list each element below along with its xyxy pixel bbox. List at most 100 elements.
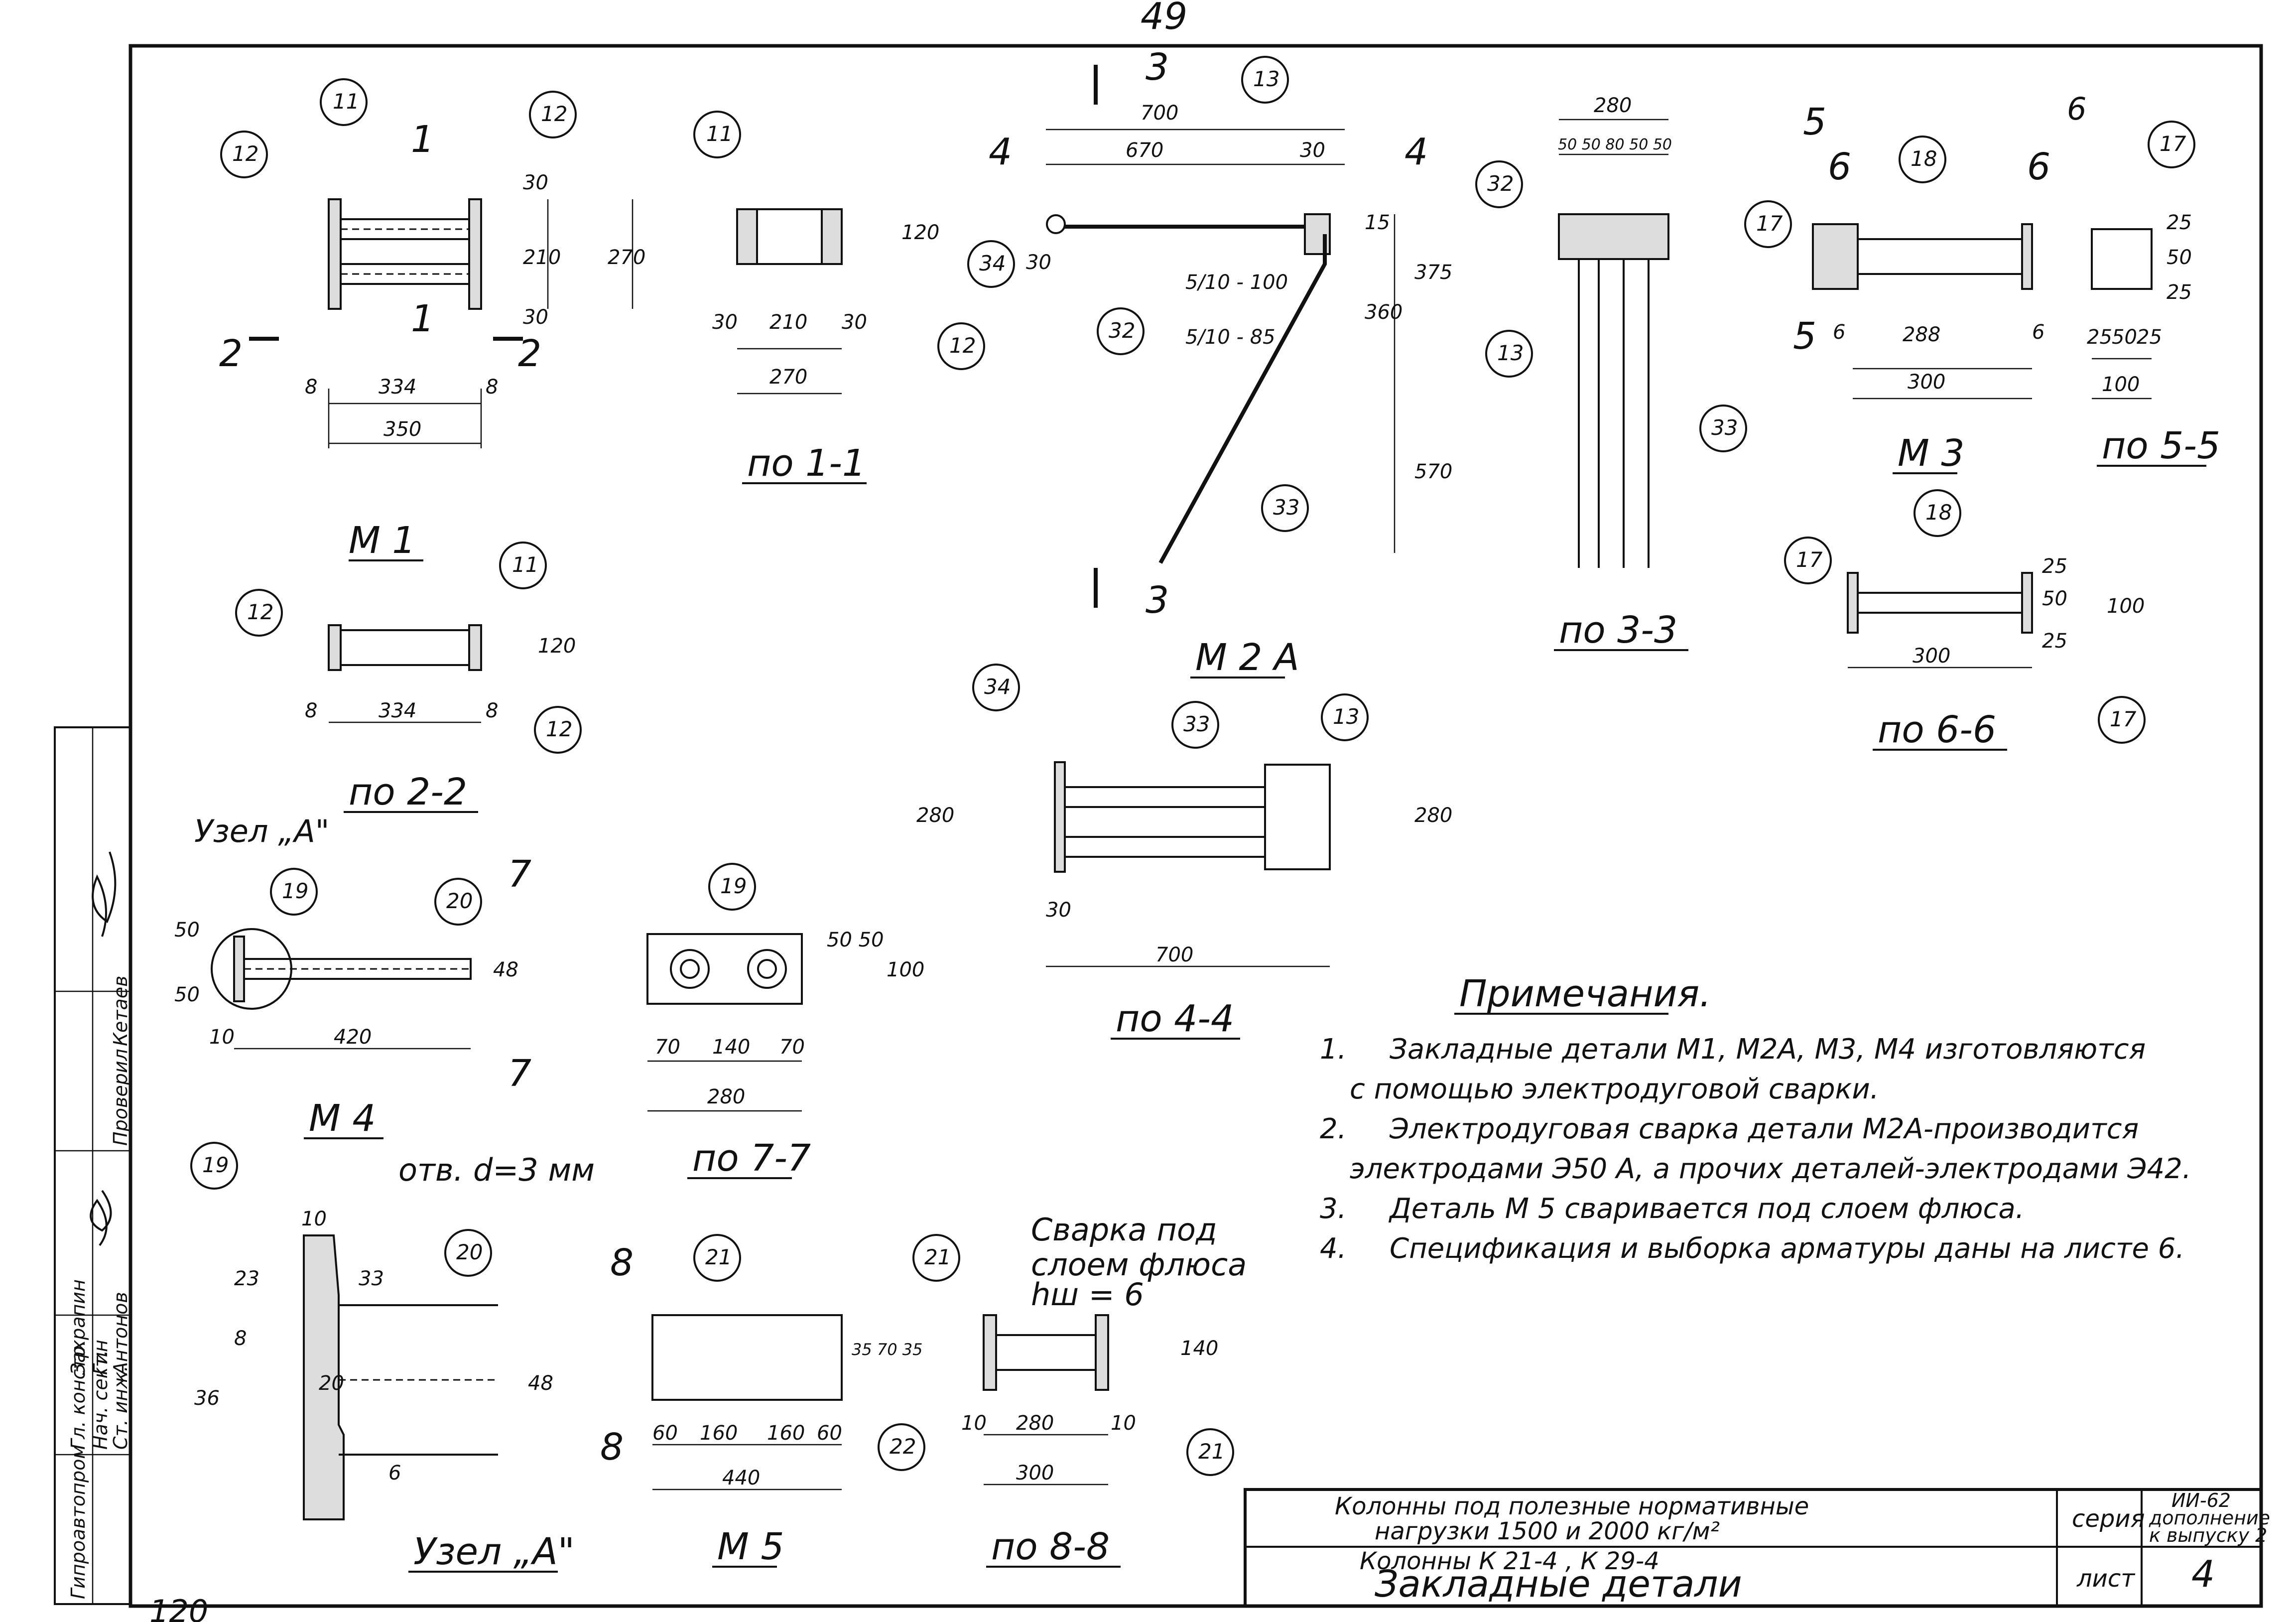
mark-m2a-3a: 3 (1146, 46, 1169, 89)
dim-m5-160a: 160 (700, 1422, 738, 1445)
callout-11-11: 11 (706, 122, 733, 146)
dim-11-30a: 30 (712, 311, 738, 334)
mark-m1-1b: 1 (411, 297, 434, 340)
label-m4: М 4 (309, 1097, 376, 1140)
dim-m4-420: 420 (334, 1026, 372, 1049)
dim-m3-300: 300 (1908, 371, 1945, 394)
title-line-3: Колонны К 21-4 , К 29-4 (1360, 1547, 1659, 1575)
dim-m5-440: 440 (722, 1467, 760, 1489)
detail-m5: 60 160 160 60 440 35 70 35 8 8 21 М 5 (600, 1234, 923, 1568)
dim-m3-288: 288 (1903, 323, 1940, 346)
mark-m3-5a: 5 (1803, 101, 1826, 143)
label-po-7-7: по 7-7 (692, 1137, 811, 1180)
dim-m5-3570: 35 70 35 (852, 1340, 923, 1359)
dim-66-25b: 25 (2042, 630, 2067, 653)
note-2-n: 2. (1320, 1113, 1346, 1145)
dim-55-25b: 25 (2137, 326, 2162, 349)
note-1-n: 1. (1320, 1033, 1346, 1066)
callout-m1-11: 11 (333, 89, 359, 114)
dim-55-25c: 25 (2167, 211, 2192, 234)
dim-44-280b: 280 (1414, 804, 1452, 827)
section-2-2: 8 334 8 120 12 11 12 по 2-2 (235, 541, 582, 813)
label-m2a: М 2 А (1195, 636, 1299, 679)
label-po-1-1: по 1-1 (747, 442, 866, 485)
notes-title: Примечания. (1459, 972, 1711, 1015)
dim-77-70a: 70 (655, 1036, 680, 1059)
mark-m3-5b: 5 (1793, 315, 1816, 358)
dim-m5-60a: 60 (652, 1422, 678, 1445)
dim-m4-50b: 50 (174, 983, 200, 1006)
callout-66-18: 18 (1925, 500, 1952, 525)
callout-44-33: 33 (1183, 712, 1210, 736)
dim-m3-6a: 6 (1833, 321, 1845, 344)
dim-55-100: 100 (2102, 373, 2140, 396)
dim-33-5080: 50 50 80 50 50 (1558, 136, 1672, 153)
mark-m3-6b: 6 (2027, 145, 2050, 188)
callout-22-12b: 12 (546, 717, 572, 741)
callout-88-21b: 21 (1198, 1439, 1225, 1464)
label-po-3-3: по 3-3 (1559, 609, 1677, 652)
dim-77-140: 140 (712, 1036, 750, 1059)
stamp-role-1: Гл. констр. (67, 1340, 89, 1450)
label-uzel-a-top: Узел „А" (194, 813, 329, 849)
dim-77-280: 280 (707, 1085, 745, 1108)
series-value-2: дополнение (2149, 1507, 2270, 1529)
dim-m2a-360: 360 (1365, 301, 1403, 324)
callout-ua-19: 19 (202, 1153, 229, 1177)
series-value-1: ИИ-62 (2171, 1489, 2231, 1511)
section-5-5: 25 50 25 100 25 50 25 17 по 5-5 (2087, 121, 2220, 467)
dim-m1-8a: 8 (305, 376, 317, 399)
detail-m1: 8 334 8 350 30 210 30 270 1 1 2 2 11 12 … (219, 78, 645, 562)
dim-66-25a: 25 (2042, 555, 2067, 578)
stamp-role-2: Нач. сект. (90, 1350, 112, 1450)
note-4-n: 4. (1320, 1232, 1346, 1265)
notes-block: Примечания. 1. Закладные детали М1, М2А,… (1320, 972, 2191, 1265)
dim-m2a-700: 700 (1141, 102, 1178, 125)
side-stamp: Гипроавтопром Гл. констр. Захрапин Нач. … (54, 726, 131, 1605)
dim-m5-160b: 160 (767, 1422, 805, 1445)
dim-55-50b: 50 (2167, 246, 2192, 269)
label-po-2-2: по 2-2 (349, 771, 467, 813)
dim-m4-10: 10 (209, 1026, 235, 1049)
callout-m4-20: 20 (446, 889, 473, 913)
callout-m1-12a: 12 (232, 141, 258, 166)
label-po-5-5: по 5-5 (2102, 424, 2220, 467)
label-m5: М 5 (717, 1525, 784, 1568)
dim-77-70b: 70 (779, 1036, 805, 1059)
dim-m2a-30b: 30 (1026, 251, 1051, 274)
dim-22-120: 120 (538, 635, 576, 658)
mark-m5-8a: 8 (610, 1241, 634, 1284)
callout-ua-20: 20 (456, 1240, 483, 1264)
dim-m1-8b: 8 (486, 376, 498, 399)
hole-note: отв. d=3 мм (398, 1152, 595, 1188)
page-number: 49 (1141, 0, 1187, 38)
sheet-label: лист (2076, 1565, 2136, 1593)
dim-m2a-570: 570 (1414, 460, 1452, 483)
dim-m1-30a: 30 (523, 171, 548, 194)
title-line-2: нагрузки 1500 и 2000 кг/м² (1375, 1517, 1720, 1545)
mark-m2a-4b: 4 (1404, 131, 1428, 173)
stamp-name-4: Кетаев (110, 975, 131, 1046)
rod-note-2: 5/10 - 85 (1185, 326, 1276, 349)
dim-ua-8: 8 (234, 1327, 247, 1350)
dim-11-210: 210 (769, 311, 807, 334)
dim-88-300: 300 (1016, 1462, 1054, 1485)
dim-66-50: 50 (2042, 587, 2067, 610)
dim-ua-33: 33 (359, 1267, 384, 1290)
dim-66-100: 100 (2107, 595, 2145, 618)
dim-66-300: 300 (1913, 645, 1950, 668)
callout-77-19: 19 (720, 874, 747, 898)
sheet-value: 4 (2191, 1553, 2215, 1596)
label-m1: М 1 (349, 519, 415, 562)
title-line-4: Закладные детали (1375, 1563, 1742, 1606)
note-4-text: Спецификация и выборка арматуры даны на … (1390, 1232, 2184, 1265)
dim-m1-334: 334 (379, 376, 416, 399)
label-po-4-4: по 4-4 (1116, 997, 1234, 1040)
note-1-text: Закладные детали М1, М2А, М3, М4 изготов… (1390, 1033, 2146, 1066)
mark-m5-8b: 8 (600, 1426, 624, 1469)
dim-m1-270: 270 (608, 246, 645, 269)
callout-66-17a: 17 (1796, 547, 1823, 572)
mark-m4-7a: 7 (508, 853, 531, 896)
dim-ua-6: 6 (388, 1462, 401, 1485)
callout-m3-18: 18 (1911, 146, 1937, 171)
